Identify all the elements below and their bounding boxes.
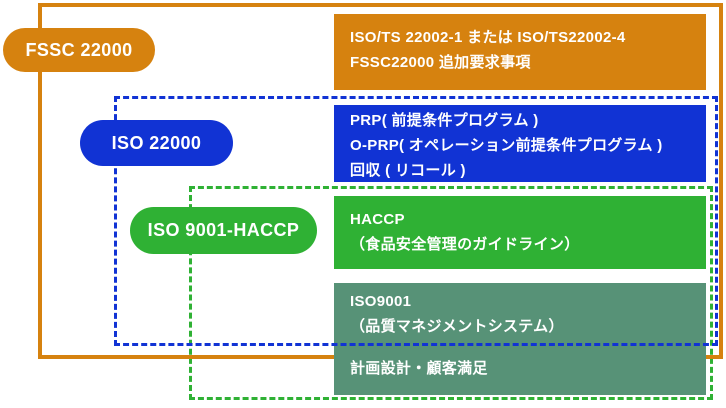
box-line: 回収 ( リコール ) [350,162,466,179]
fssc-additional-requirements-box: ISO/TS 22002-1 または ISO/TS22002-4 FSSC220… [334,14,706,90]
box-line: （食品安全管理のガイドライン） [350,236,580,253]
pill-label: ISO 22000 [111,132,202,153]
plan-design-customer-satisfaction-label: 計画設計・顧客満足 [350,360,488,377]
haccp-box: HACCP （食品安全管理のガイドライン） [334,196,706,269]
fssc22000-pill: FSSC 22000 [3,28,155,72]
iso22000-pill: ISO 22000 [80,120,233,166]
iso22000-elements-box: PRP( 前提条件プログラム ) O-PRP( オペレーション前提条件プログラム… [334,105,706,182]
pill-label: ISO 9001-HACCP [147,220,300,240]
box-line: ISO/TS 22002-1 または ISO/TS22002-4 [350,29,626,46]
box-line: ISO9001 [350,293,412,310]
box-line: O-PRP( オペレーション前提条件プログラム ) [350,137,663,154]
box-line: PRP( 前提条件プログラム ) [350,112,539,129]
iso22000-boundary [114,96,718,346]
iso9001-haccp-boundary [189,186,713,400]
pill-label: FSSC 22000 [25,39,133,60]
iso9001-box: ISO9001 （品質マネジメントシステム） 計画設計・顧客満足 [334,283,706,395]
iso9001-haccp-pill: ISO 9001-HACCP [130,207,317,254]
box-line: FSSC22000 追加要求事項 [350,54,531,71]
box-line: HACCP [350,211,405,228]
box-line: （品質マネジメントシステム） [350,318,564,335]
